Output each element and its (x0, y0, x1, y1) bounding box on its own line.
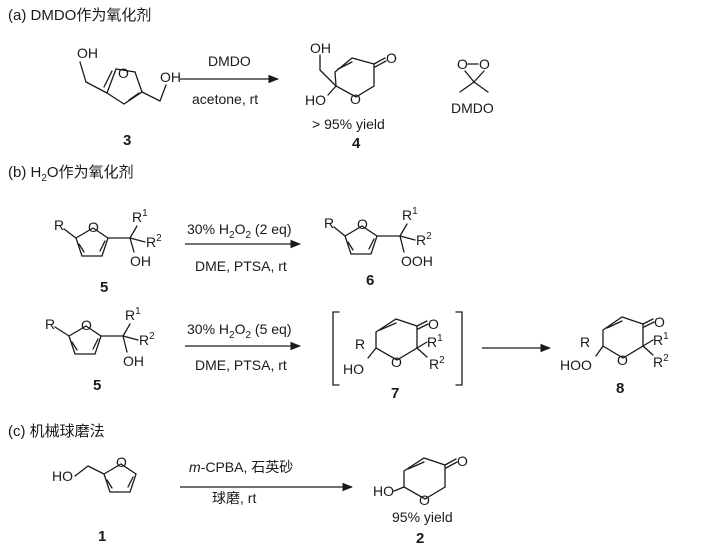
compound-label-2: 2 (416, 530, 424, 547)
compound-label-3: 3 (123, 132, 131, 149)
caption-a: (a) DMDO作为氧化剂 (8, 7, 151, 24)
yield-c: 95% yield (392, 509, 453, 525)
ring-o-2: O (419, 492, 430, 508)
r-5a: R (54, 217, 64, 233)
oh-5b: OH (123, 353, 144, 369)
ho-2: HO (373, 483, 394, 499)
ring-o-7: O (391, 354, 402, 370)
ho-7: HO (343, 361, 364, 377)
compound-5-row1-structure: R O R1 R2 OH (54, 208, 162, 269)
left-bracket (332, 311, 340, 386)
furan-o-5a: O (88, 219, 99, 235)
ketone-o-7: O (428, 316, 439, 332)
reagent-b1-bottom: DME, PTSA, rt (195, 258, 287, 274)
compound-label-8: 8 (616, 380, 624, 397)
reagent-a-top: DMDO (208, 53, 251, 69)
compound-4-structure: O O HO OH (305, 40, 397, 108)
right-bracket (455, 311, 463, 386)
ketone-o-2: O (457, 453, 468, 469)
furan-o-3: O (118, 65, 129, 81)
ho-4: HO (305, 92, 326, 108)
r1-7: R1 (427, 333, 443, 350)
dmdo-o1: O (457, 56, 468, 72)
compound-label-4: 4 (352, 135, 361, 152)
ho-1: HO (52, 468, 73, 484)
compound-2-structure: O O HO (373, 453, 468, 508)
oh-4: OH (310, 40, 331, 56)
caption-b: (b) H2O作为氧化剂 (8, 164, 134, 184)
compound-6-structure: R O R1 R2 OOH (324, 206, 433, 269)
compound-5-row2-structure: R O R1 R2 OH (45, 306, 155, 369)
compound-label-5-row2: 5 (93, 377, 101, 394)
r1-8: R1 (653, 331, 669, 348)
ooh-6: OOH (401, 253, 433, 269)
yield-a: > 95% yield (312, 116, 385, 132)
compound-8-structure: O O R HOO R1 R2 (560, 314, 669, 373)
r2-7: R2 (429, 355, 445, 372)
ring-o-4: O (350, 91, 361, 107)
r1-5b: R1 (125, 306, 141, 323)
furan-o-1: O (116, 454, 127, 470)
oh-3b: OH (160, 69, 181, 85)
compound-1-structure: HO O (52, 454, 137, 493)
r1-6: R1 (402, 206, 418, 223)
reagent-c-bottom: 球磨, rt (212, 490, 256, 506)
reagent-c-top: m-CPBA, 石英砂 (189, 459, 293, 475)
hoo-8: HOO (560, 357, 592, 373)
compound-label-7: 7 (391, 385, 399, 402)
compound-label-6: 6 (366, 272, 374, 289)
dmdo-label: DMDO (451, 100, 494, 116)
r-5b: R (45, 316, 55, 332)
r2-8: R2 (653, 353, 669, 370)
compound-label-1: 1 (98, 528, 106, 545)
r2-5a: R2 (146, 233, 162, 250)
r2-5b: R2 (139, 331, 155, 348)
compound-7-structure: O O R HO R1 R2 (343, 316, 445, 377)
ketone-o-8: O (654, 314, 665, 330)
ring-o-8: O (617, 352, 628, 368)
compound-3-structure: O OH OH (77, 45, 181, 105)
r2-6: R2 (416, 231, 432, 248)
caption-c: (c) 机械球磨法 (8, 423, 105, 440)
r-6: R (324, 215, 334, 231)
reagent-a-bottom: acetone, rt (192, 91, 258, 107)
r-8: R (580, 334, 590, 350)
oh-3a: OH (77, 45, 98, 61)
furan-o-5b: O (81, 317, 92, 333)
compound-label-5-row1: 5 (100, 279, 108, 296)
dmdo-structure: O O (457, 56, 490, 93)
oh-5a: OH (130, 253, 151, 269)
dmdo-o2: O (479, 56, 490, 72)
reagent-b2-bottom: DME, PTSA, rt (195, 357, 287, 373)
r-7: R (355, 336, 365, 352)
reagent-b2-top: 30% H2O2 (5 eq) (187, 321, 292, 341)
r1-5a: R1 (132, 208, 148, 225)
furan-o-6: O (357, 216, 368, 232)
reagent-b1-top: 30% H2O2 (2 eq) (187, 221, 292, 241)
ketone-o-4: O (386, 50, 397, 66)
